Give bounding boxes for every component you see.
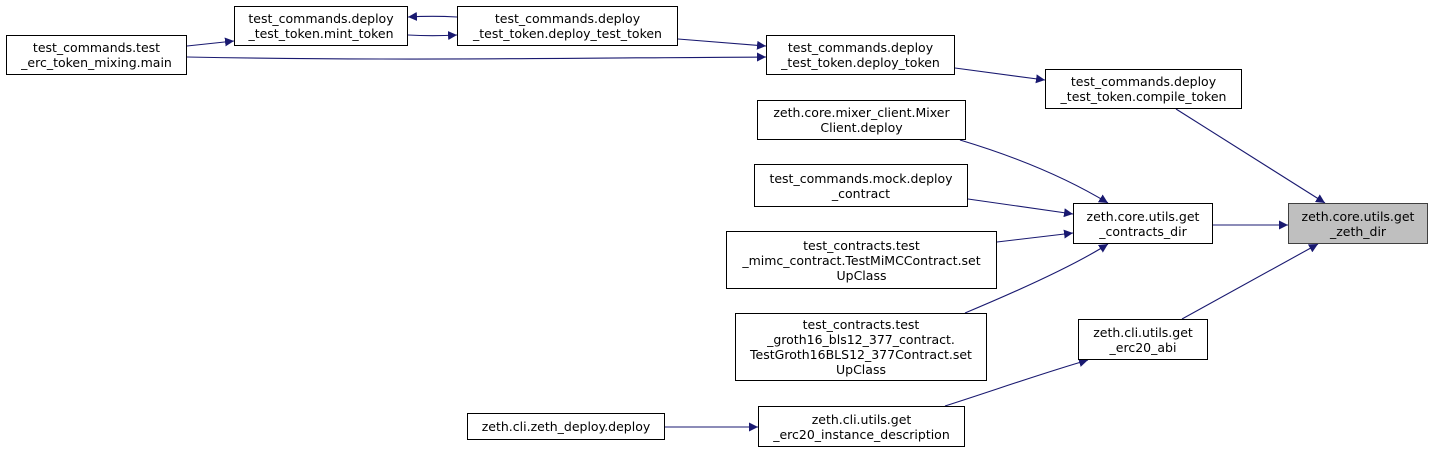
node-label-line: zeth.cli.zeth_deploy.deploy — [481, 419, 651, 434]
node-label-line: UpClass — [836, 362, 886, 377]
node-label-line: test_commands.mock.deploy — [769, 170, 953, 186]
node-label-line: test_commands.deploy — [248, 11, 394, 26]
node-label-line: _contracts_dir — [1099, 223, 1187, 239]
node-label-line: test_commands.deploy — [1070, 74, 1217, 89]
node-label-line: TestGroth16BLS12_377Contract.set — [750, 347, 972, 362]
edge-groth_setup-to-get_contracts_dir — [964, 243, 1109, 314]
node-label-line: _erc20_abi — [1109, 339, 1177, 355]
node-label-line: test_contracts.test — [803, 237, 920, 253]
edge-main-to-deploy_token — [186, 52, 767, 62]
edge-deploy_test_token-to-deploy_token — [677, 38, 767, 50]
node-label-line: _test_token.compile_token — [1060, 89, 1227, 104]
node-label-line: zeth.cli.utils.get — [811, 411, 912, 427]
node-mimc-contract-setupclass[interactable]: test_contracts.test_mimc_contract.TestMi… — [726, 231, 997, 289]
edge-deploy_token-to-compile_token — [954, 67, 1046, 84]
node-compile-token[interactable]: test_commands.deploy_test_token.compile_… — [1045, 69, 1242, 109]
node-get-contracts-dir[interactable]: zeth.core.utils.get_contracts_dir — [1073, 203, 1213, 244]
node-label-line: test_commands.deploy — [494, 11, 641, 26]
edge-compile_token-to-get_zeth_dir — [1175, 108, 1326, 204]
node-get-zeth-dir[interactable]: zeth.core.utils.get_zeth_dir — [1288, 203, 1428, 244]
node-label-line: _groth16_bls12_377_contract. — [767, 332, 955, 347]
node-label-line: zeth.core.utils.get — [1086, 208, 1200, 224]
edge-get_erc20_abi-to-get_zeth_dir — [1181, 243, 1319, 320]
node-label-line: _erc_token_mixing.main — [21, 55, 172, 70]
node-erc-token-mixing-main[interactable]: test_commands.test_erc_token_mixing.main — [6, 35, 187, 75]
node-deploy-token[interactable]: test_commands.deploy_test_token.deploy_t… — [766, 35, 955, 75]
node-label-line: _test_token.deploy_token — [781, 55, 940, 70]
node-mint-token[interactable]: test_commands.deploy_test_token.mint_tok… — [234, 6, 408, 46]
node-label-line: _zeth_dir — [1329, 223, 1387, 239]
node-label-line: zeth.core.mixer_client.Mixer — [773, 105, 950, 120]
node-label-line: _test_token.mint_token — [248, 26, 394, 41]
edge-mint_token-to-deploy_test_token — [407, 31, 458, 41]
node-label-line: _contract — [831, 185, 891, 201]
node-label-line: test_contracts.test — [802, 317, 920, 332]
node-get-erc20-abi[interactable]: zeth.cli.utils.get_erc20_abi — [1078, 319, 1208, 360]
edge-deploy_test_token-to-mint_token — [407, 11, 458, 21]
node-mock-deploy-contract[interactable]: test_commands.mock.deploy_contract — [754, 164, 968, 207]
node-get-erc20-instance-description[interactable]: zeth.cli.utils.get_erc20_instance_descri… — [758, 406, 965, 447]
node-label-line: zeth.core.utils.get — [1301, 208, 1415, 224]
edge-mixer_client-to-get_contracts_dir — [959, 139, 1109, 204]
edge-main-to-mint_token — [186, 37, 235, 47]
node-label-line: _test_token.deploy_test_token — [473, 26, 662, 41]
edge-mimc_setup-to-get_contracts_dir — [996, 229, 1074, 243]
node-label-line: _mimc_contract.TestMiMCContract.set — [742, 252, 981, 268]
node-label-line: _erc20_instance_description — [773, 426, 950, 442]
edge-mock_deploy-to-get_contracts_dir — [967, 198, 1074, 218]
node-groth16-contract-setupclass[interactable]: test_contracts.test_groth16_bls12_377_co… — [735, 313, 987, 381]
node-zeth-deploy[interactable]: zeth.cli.zeth_deploy.deploy — [467, 413, 665, 440]
node-label-line: Client.deploy — [820, 120, 903, 135]
node-label-line: zeth.cli.utils.get — [1093, 324, 1193, 340]
node-label-line: test_commands.test — [32, 40, 161, 55]
node-deploy-test-token[interactable]: test_commands.deploy_test_token.deploy_t… — [457, 6, 678, 46]
node-label-line: test_commands.deploy — [787, 40, 934, 55]
node-label-line: UpClass — [836, 267, 887, 283]
edge-erc20_instance-to-get_erc20_abi — [944, 358, 1089, 407]
